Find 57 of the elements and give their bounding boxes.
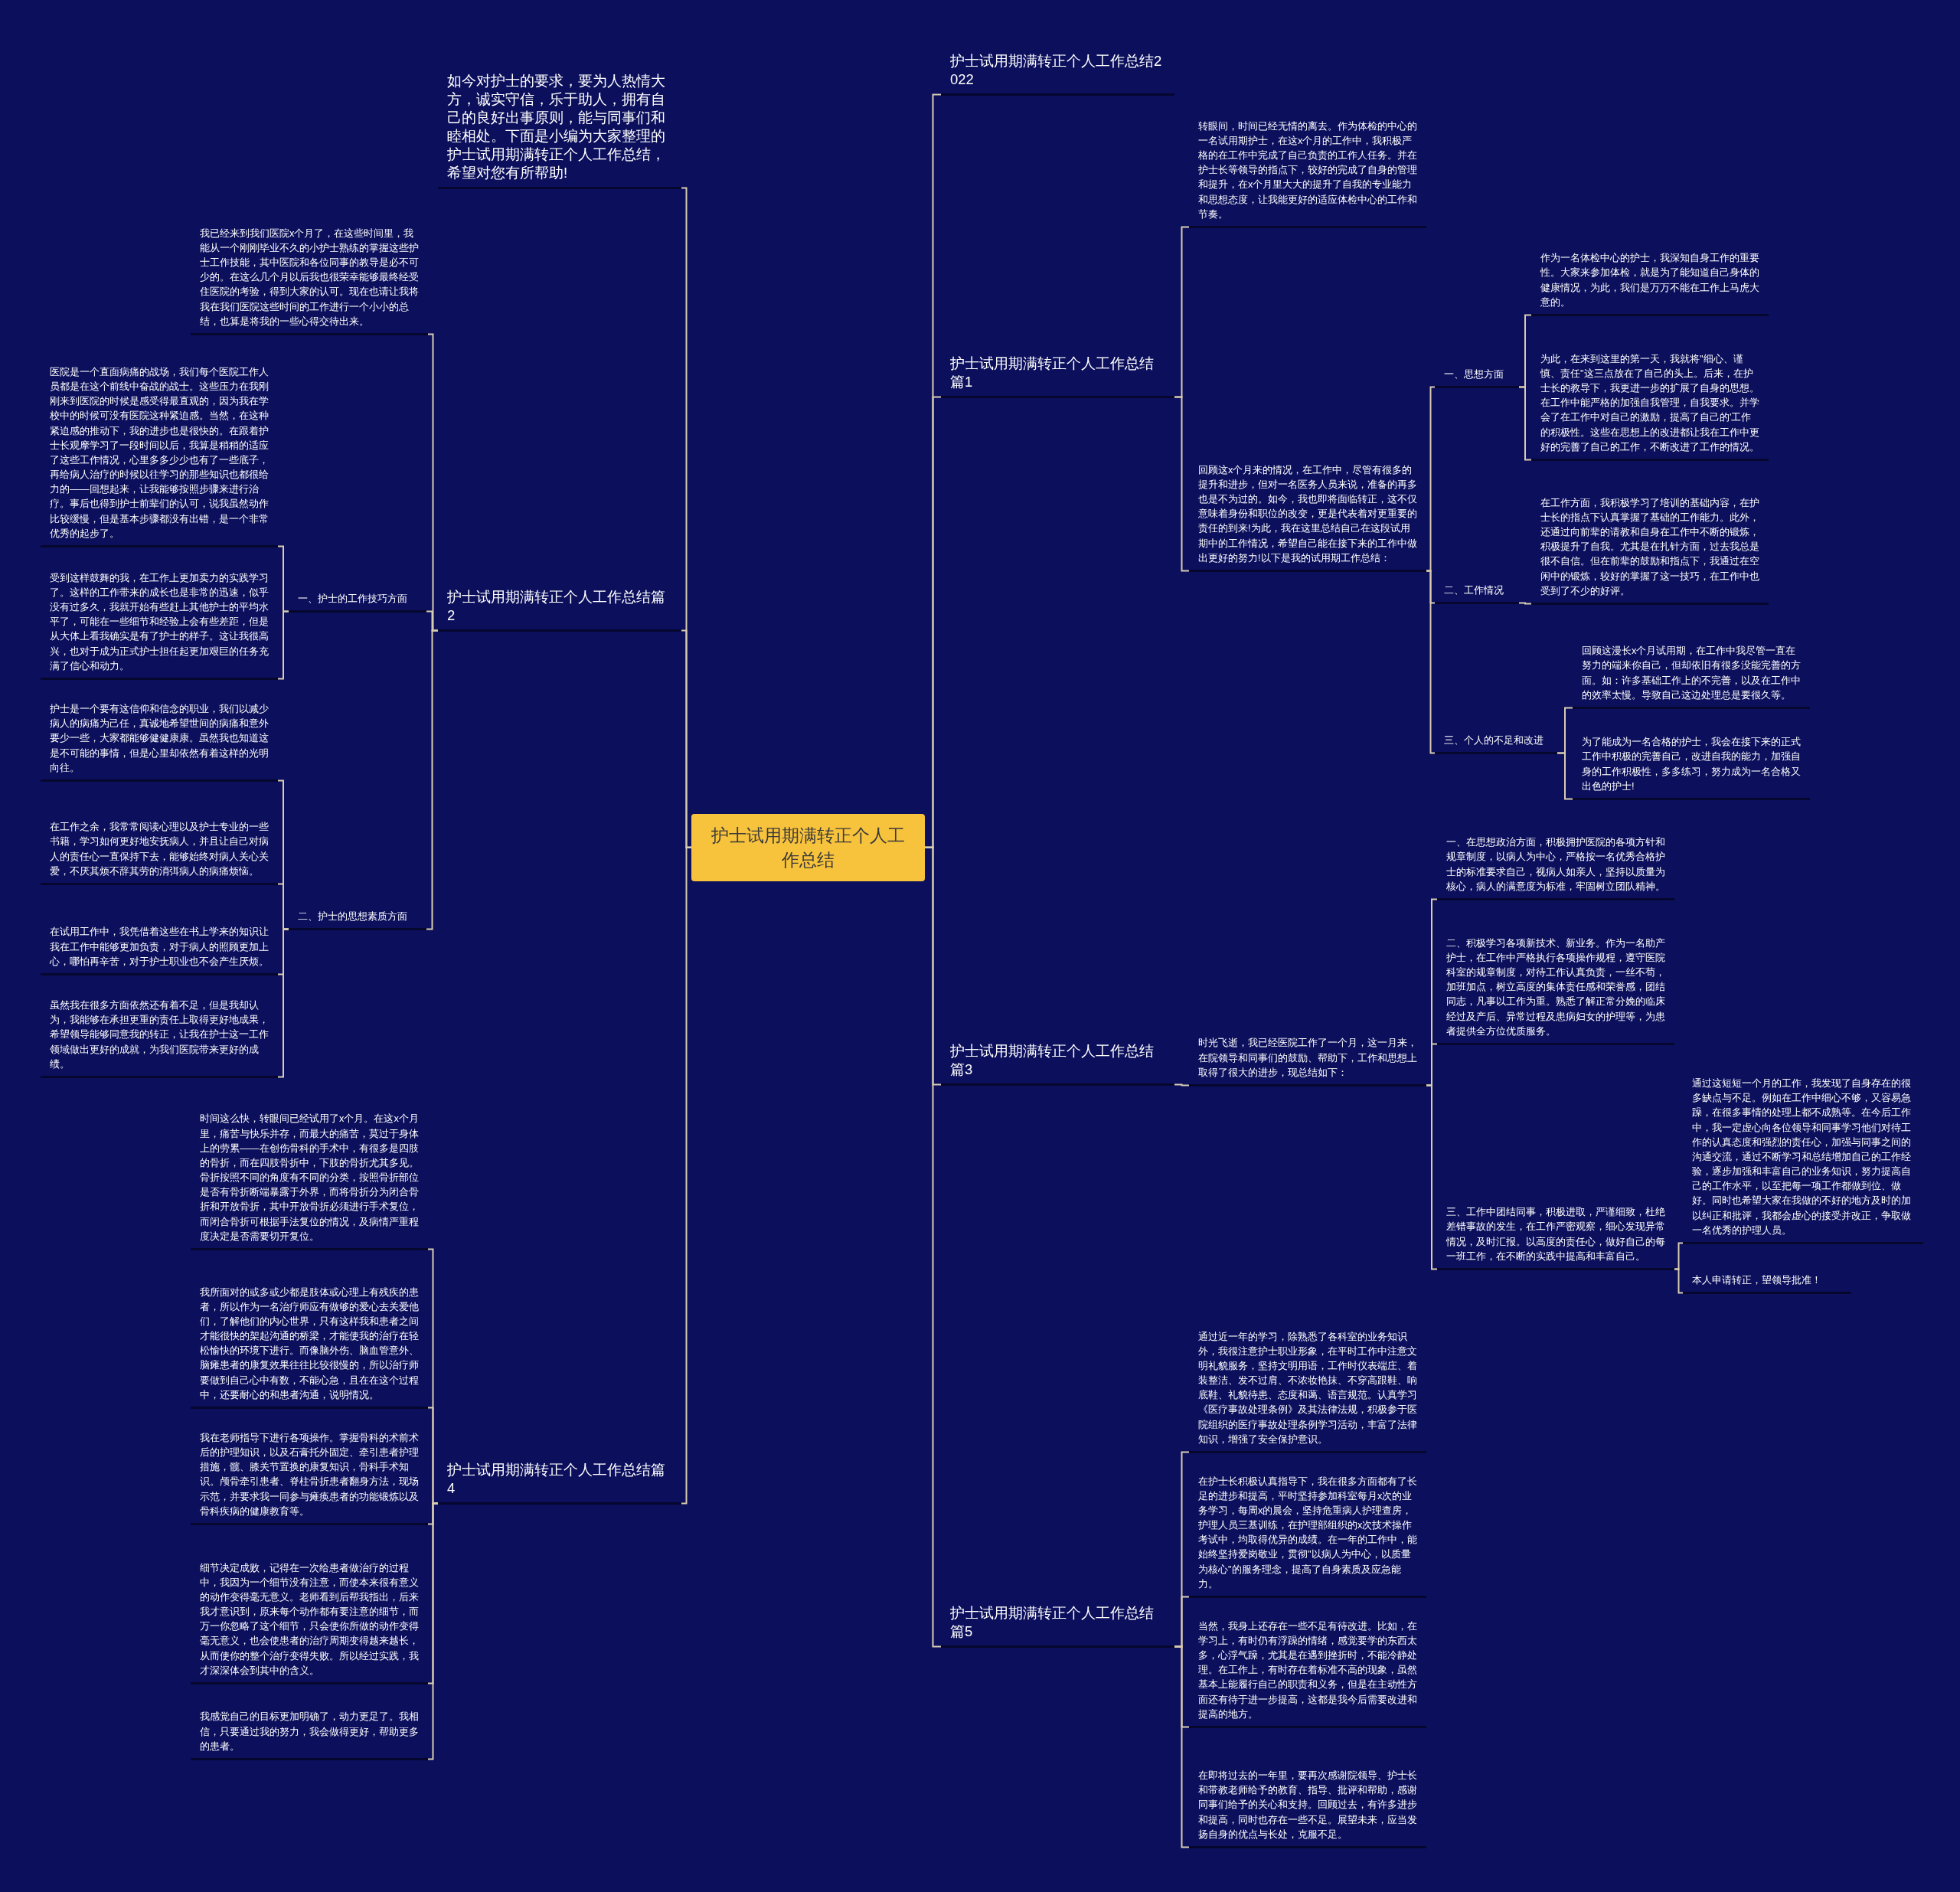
connector-line bbox=[1518, 386, 1532, 461]
text-block: 为此，在来到这里的第一天，我就将"细心、谨慎、责任"这三点放在了自己的头上。后来，在护士长的教导下，我更进一步的扩展了自身的思想。在工作中能严格的加强自我管理，自我要求。并学会了在工作中对自己的激励，提高了自己的'工作的积极性。这些在思想上的改进都让我在工作中更好的完善了自己的工作，不断改进了工作的情况。 bbox=[1531, 351, 1769, 461]
text-block: 我已经来到我们医院x个月了，在这些时间里，我能从一个刚刚毕业不久的小护士熟练的掌握这些护士工作技能，其中医院和各位同事的教导是必不可少的。在这么几个月以后我也很荣幸能够最终经受住医院的考验，得到大家的认可。现在也请让我将我在我们医院这些时间的工作进行一个小小的总结，也算是将我的一些心得交待出来。 bbox=[191, 225, 428, 335]
connector-line bbox=[277, 928, 289, 1078]
text-block: 在试用工作中，我凭借着这些在书上学来的知识让我在工作中能够更加负责，对于病人的照顾更加上心，哪怕再辛苦，对于护士职业也不会产生厌烦。 bbox=[41, 924, 278, 975]
connector-line bbox=[1174, 1083, 1190, 1087]
branch-topic: 护士试用期满转正个人工作总结篇2 bbox=[438, 587, 681, 632]
text-block: 回顾这漫长x个月试用期，在工作中我尽管一直在努力的端来你自己，但却依旧有很多没能完善的方面。如：许多基础工作上的不完善，以及在工作中的效率太慢。导致自己这边处理总是要很久等。 bbox=[1573, 643, 1810, 709]
subtopic-label: 三、个人的不足和改进 bbox=[1435, 733, 1557, 754]
branch-topic: 护士试用期满转正个人工作总结篇1 bbox=[941, 354, 1174, 398]
text-block: 我感觉自己的目标更加明确了，动力更足了。我相信，只要通过我的努力，我会做得更好，帮助更多的患者。 bbox=[191, 1709, 428, 1760]
subtopic-label: 一、护士的工作技巧方面 bbox=[289, 591, 426, 613]
subtopic-label: 二、工作情况 bbox=[1435, 583, 1519, 604]
connector-line bbox=[924, 846, 942, 1648]
branch-topic: 护士试用期满转正个人工作总结篇4 bbox=[438, 1460, 681, 1505]
text-block: 在护士长积极认真指导下，我在很多方面都有了长足的进步和提高，平时坚持参加科室每月x次的业务学习，每周x的晨会，坚持危重病人护理查房，护理人员三基训练，在护理部组织的x次技术操作考试中，均取得优异的成绩。在一年的工作中，能始终坚持爱岗敬业，贯彻"以病人为中心，以质量为核心"的服务理念，提高了自身素质及应急能力。 bbox=[1189, 1473, 1426, 1598]
text-block: 医院是一个直面病痛的战场，我们每个医院工作人员都是在这个前线中奋战的战士。这些压力在我刚刚来到医院的时候是感受得最直观的，因为我在学校中的时候可没有医院这种紧迫感。当然，在这种紧迫感的推动下，我的进步也是很快的。在跟着护士长观摩学习了一段时间以后，我算是稍稍的适应了这些工作情况，心里多多少少也有了一些底子，再给病人治疗的时候以往学习的那些知识也都很给力的——回想起来，让我能够按照步骤来进行治疗。事后也得到护士前辈们的认可，说我虽然动作比较缓慢，但是基本步骤都没有出错，是一个非常优秀的起步了。 bbox=[41, 364, 278, 547]
branch-topic: 护士试用期满转正个人工作总结2022 bbox=[941, 51, 1174, 96]
text-block: 通过近一年的学习，除熟悉了各科室的业务知识外，我很注意护士职业形象，在平时工作中注意文明礼貌服务，坚持文明用语，工作时仪表端庄、着装整洁、发不过肩、不浓妆艳抹、不穿高跟鞋、响底鞋、礼貌待患、态度和蔼、语言规范。认真学习《医疗事故处理条例》及其法律法规，积极参于医院组织的医疗事故处理条例学习活动，丰富了法律知识，增强了安全保护意识。 bbox=[1189, 1328, 1426, 1453]
connector-line bbox=[1174, 396, 1190, 572]
text-block: 时间这么快，转眼间已经试用了x个月。在这x个月里，痛苦与快乐并存，而最大的痛苦，莫过于身体上的劳累——在创伤骨科的手术中，有很多是四肢的骨折，而在四肢骨折中，下肢的骨折尤其多见。骨折按照不同的角度有不同的分类，按照骨折部位是否有骨折断端暴露于外界，而将骨折分为闭合骨折和开放骨折，其中开放骨折必须进行手术复位，而闭合骨折可根据手法复位的情况，及病情严重程度决定是否需要切开复位。 bbox=[191, 1111, 428, 1250]
connector-line bbox=[1674, 1268, 1684, 1294]
text-block: 在工作方面，我积极学习了培训的基础内容，在护士长的指点下认真掌握了基础的工作能力。此外，还通过向前辈的请教和自身在工作中不断的锻炼，积极提升了自我。尤其是在扎针方面，过去我总是很不自信。但在前辈的鼓励和指点下，我通过在空闲中的锻炼，较好的掌握了这一技巧，在工作中也受到了不少的好评。 bbox=[1531, 495, 1769, 605]
text-block: 当然，我身上还存在一些不足有待改进。比如，在学习上，有时仍有浮躁的情绪，感觉要学的东西太多，心浮气躁，尤其是在遇到挫折时，不能冷静处理。在工作上，有时存在着标准不高的现象，虽然基本上能履行自己的职责和义务，但是在主动性方面还有待于进一步提高，这都是我今后需要改进和提高的地方。 bbox=[1189, 1618, 1426, 1728]
text-block: 细节决定成败，记得在一次给患者做治疗的过程中，我因为一个细节没有注意，而使本来很有意义的动作变得毫无意义。老师看到后帮我指出，后来我才意识到，原来每个动作都有要注意的细节，而万一你忽略了这个细节，只会使你所做的动作变得毫无意义，也会使患者的治疗周期变得越来越长，从而使你的整个治疗变得失败。所以经过实践，我才深深体会到其中的含义。 bbox=[191, 1560, 428, 1685]
branch-topic: 护士试用期满转正个人工作总结篇3 bbox=[941, 1041, 1174, 1086]
branch-topic: 护士试用期满转正个人工作总结篇5 bbox=[941, 1603, 1174, 1648]
connector-line bbox=[1557, 752, 1573, 800]
connector-line bbox=[427, 1502, 439, 1760]
text-block: 在即将过去的一年里，要再次感谢院领导、护士长和带教老师给予的教育、指导、批评和帮助，感谢同事们给予的关心和支持。回顾过去，有许多进步和提高，同时也存在一些不足。展望未来，应当发扬自身的优点与长处，克服不足。 bbox=[1189, 1768, 1426, 1848]
text-block: 一、在思想政治方面，积极拥护医院的各项方针和规章制度，以病人为中心，严格按一名优秀合格护士的标准要求自己，视病人如亲人，坚持以质量为核心，病人的满意度为标准，牢固树立团队精神。 bbox=[1437, 835, 1674, 900]
text-block: 二、积极学习各项新技术、新业务。作为一名助产护士，在工作中严格执行各项操作规程，遵守医院科室的规章制度，对待工作认真负责，一丝不苟，加班加点，树立高度的集体责任感和荣誉感，团结同志，凡事以工作为重。熟悉了解正常分娩的临床经过及产后、异常过程及患病妇女的护理等，为患者提供全方位优质服务。 bbox=[1437, 935, 1674, 1045]
subtopic-label: 本人申请转正，望领导批准！ bbox=[1683, 1273, 1851, 1294]
connector-line bbox=[1426, 570, 1436, 754]
connector-line bbox=[1426, 1084, 1438, 1270]
text-block: 虽然我在很多方面依然还有着不足，但是我却认为，我能够在承担更重的责任上取得更好地成果，希望领导能够同意我的转正，让我在护士这一工作领域做出更好的成就，为我们医院带来更好的成绩。 bbox=[41, 998, 278, 1078]
text-block: 回顾这x个月来的情况，在工作中，尽管有很多的提升和进步，但对一名医务人员来说，准备的再多也是不为过的。如今，我也即将面临转正，这不仅意味着身份和职位的改变，更是代表着对更重要的责任的到来!为此，我在这里总结自己在这段试用期中的工作情况，希望自己能在接下来的工作中做出更好的努力!以下是我的试用期工作总结： bbox=[1189, 462, 1426, 572]
text-block: 护士是一个要有这信仰和信念的职业，我们以减少病人的病痛为己任，真诚地希望世间的病痛和意外要少一些，大家都能够健健康康。虽然我也知道这是不可能的事情，但是心里却依然有着这样的光明向往。 bbox=[41, 701, 278, 782]
text-block: 我所面对的或多或少都是肢体或心理上有残疾的患者，所以作为一名治疗师应有做够的爱心去关爱他们，了解他们的内心世界，只有这样我和患者之间才能很快的架起沟通的桥梁，才能使我的治疗在轻松愉快的环境下进行。而像脑外伤、脑血管意外、脑瘫患者的康复效果往往比较很慢的，所以治疗师要做到自己心中有数，不能心急，且在在这个过程中，还要耐心的和患者沟通，说明情况。 bbox=[191, 1284, 428, 1409]
connector-line bbox=[277, 610, 289, 680]
connector-line bbox=[426, 629, 439, 930]
text-block: 在工作之余，我常常阅读心理以及护士专业的一些书籍，学习如何更好地安抚病人，并且让自己对病人的责任心一直保持下去，能够始终对病人关心关爱，不厌其烦不辞其劳的消弭病人的病痛烦恼。 bbox=[41, 819, 278, 885]
branch-topic: 如今对护士的要求，要为人热情大方，诚实守信，乐于助人，拥有自己的良好出事原则，能与同事们和睦相处。下面是小编为大家整理的护士试用期满转正个人工作总结，希望对您有所帮助! bbox=[438, 71, 681, 189]
text-block: 受到这样鼓舞的我，在工作上更加卖力的实践学习了。这样的工作带来的成长也是非常的迅速，似乎没有过多久，我就开始有些赶上其他护士的平均水平了，可能在一些细节和经验上会有些差距，但是从大体上看我确实是有了护士的样子。这让我很高兴，也对于成为正式护士担任起更加艰巨的任务充满了信心和动力。 bbox=[41, 570, 278, 680]
text-block: 作为一名体检中心的护士，我深知自身工作的重要性。大家来参加体检，就是为了能知道自己身体的健康情况，为此，我们是万万不能在工作上马虎大意的。 bbox=[1531, 250, 1769, 316]
text-block: 时光飞逝，我已经医院工作了一个月，这一月来，在院领导和同事们的鼓励、帮助下，工作和思想上取得了很大的进步，现总结如下： bbox=[1189, 1035, 1426, 1087]
text-block: 转眼间，时间已经无情的离去。作为体检的中心的一名试用期护士，在这x个月的工作中，我积极严格的在工作中完成了自己负责的工作人任务。并在护士长等领导的指点下，较好的完成了自身的管理和提升，在x个月里大大的提升了自我的专业能力和思想态度，让我能更好的适应体检中心的工作和节奏。 bbox=[1189, 118, 1426, 228]
connector-line bbox=[1174, 1645, 1190, 1848]
subtopic-label: 二、护士的思想素质方面 bbox=[289, 909, 426, 930]
subtopic-label: 一、思想方面 bbox=[1435, 367, 1519, 388]
connector-line bbox=[1518, 602, 1532, 605]
connector-line bbox=[681, 846, 692, 1505]
text-block: 通过这短短一个月的工作，我发现了自身存在的很多缺点与不足。例如在工作中细心不够，又容易急躁，在很多事情的处理上都不成熟等。在今后工作中，我一定虚心向各位领导和同事学习他们对待工作的认真态度和强烈的责任心，加强与同事之间的沟通交流，通过不断学习和总结增加自己的工作经验，逐步加强和丰富自己的业务知识，努力提高自己的工作水平，以至把每一项工作都做到位、做好。同时也希望大家在我做的不好的地方及时的加以纠正和批评，我都会虚心的接受并改正，争取做一名优秀的护理人员。 bbox=[1683, 1075, 1923, 1244]
text-block: 我在老师指导下进行各项操作。掌握骨科的术前术后的护理知识，以及石膏托外固定、牵引患者护理措施，髋、膝关节置换的康复知识，骨科手术知识。颅骨牵引患者、脊柱骨折患者翻身方法，现场示范，并要求我一同参与瘫痪患者的功能锻炼以及骨科疾病的健康教育等。 bbox=[191, 1430, 428, 1525]
text-block: 三、工作中团结同事，积极进取，严谨细致，杜绝差错事故的发生，在工作严密观察，细心发现异常情况，及时汇报。以高度的责任心，做好自己的每一班工作，在不断的实践中提高和丰富自己。 bbox=[1437, 1204, 1674, 1270]
central-topic-box: 护士试用期满转正个人工作总结 bbox=[691, 813, 925, 881]
text-block: 为了能成为一名合格的护士，我会在接下来的正式工作中积极的完善自己，改进自我的能力，加强自身的工作积极性，多多练习，努力成为一名合格又出色的护士! bbox=[1573, 734, 1810, 800]
